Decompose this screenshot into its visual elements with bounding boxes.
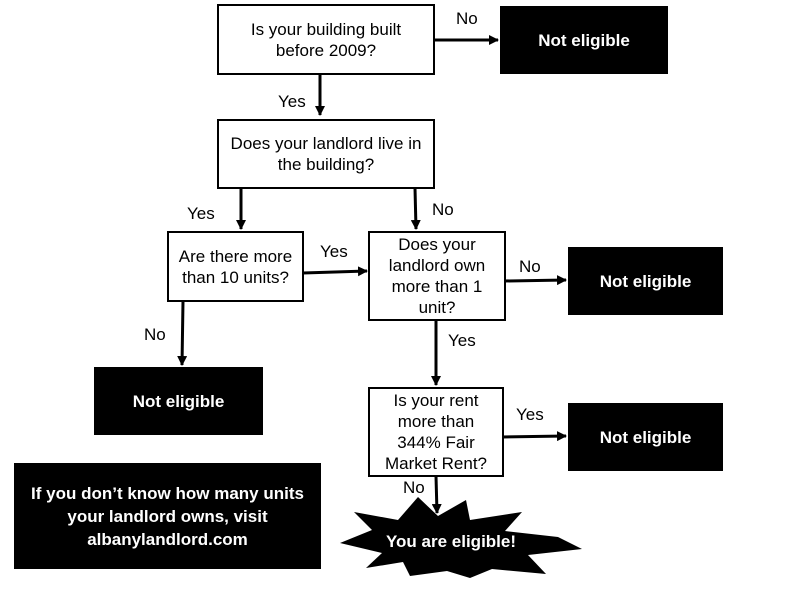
question-text: Is your building built before 2009? [250,19,402,60]
edge-label-own-no: No [519,257,541,276]
arrow-units-no [177,300,188,366]
edge-label-built-no: No [456,9,478,28]
arrow-own-no [504,275,567,286]
question-building-built-before-2009: Is your building built before 2009? [217,4,435,75]
arrow-rent-yes [501,431,567,442]
question-text: Does your landlord own more than 1 unit? [388,235,486,317]
edge-label-units-no: No [144,325,166,344]
not-eligible-terminal-built: Not eligible [500,6,668,74]
terminal-text: Not eligible [538,30,630,50]
edge-label-built-yes: Yes [278,92,306,111]
not-eligible-terminal-own: Not eligible [568,247,723,315]
arrow-units-yes [302,266,368,277]
question-text: Are there more than 10 units? [178,246,293,287]
terminal-text: Not eligible [599,427,692,447]
edge-label-lives-no: No [432,200,454,219]
question-landlord-own-more-than-1-unit: Does your landlord own more than 1 unit? [368,231,506,321]
edge-label-rent-yes: Yes [516,405,544,424]
note-text: If you don’t know how many units your la… [31,483,304,549]
arrow-lives-no [410,187,421,230]
question-landlord-lives-in-building: Does your landlord live in the building? [217,119,435,189]
question-more-than-10-units: Are there more than 10 units? [167,231,304,302]
arrow-rent-no [431,475,442,514]
question-text: Does your landlord live in the building? [230,134,422,174]
edge-label-rent-no: No [403,478,425,497]
not-eligible-terminal-units: Not eligible [94,367,263,435]
terminal-text: Not eligible [132,391,225,411]
edge-label-own-yes: Yes [448,331,476,350]
eligible-text: You are eligible! [385,532,517,551]
eligible-starburst [340,497,582,578]
question-rent-more-than-344-fmr: Is your rent more than 344% Fair Market … [368,387,504,477]
edge-label-lives-yes: Yes [187,204,215,223]
question-text: Is your rent more than 344% Fair Market … [384,391,488,473]
albany-landlord-note: If you don’t know how many units your la… [14,463,321,569]
not-eligible-terminal-rent: Not eligible [568,403,723,471]
edge-label-units-yes: Yes [320,242,348,261]
terminal-text: Not eligible [599,271,692,291]
